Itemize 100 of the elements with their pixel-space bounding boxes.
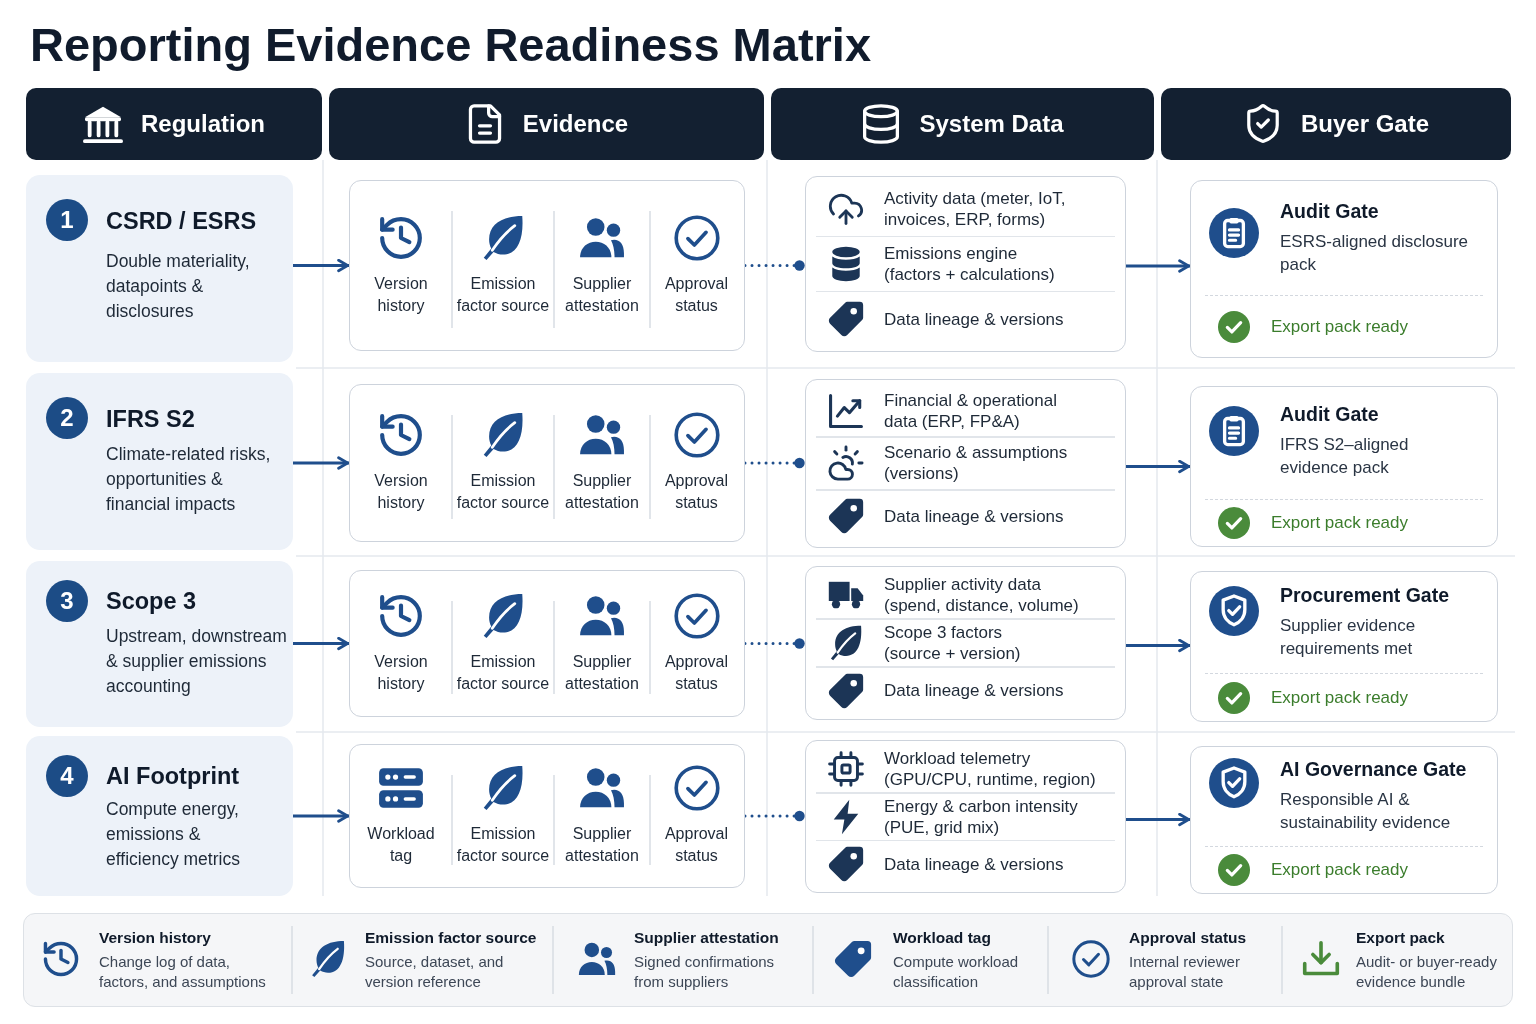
gate-title: Audit Gate — [1280, 402, 1380, 427]
evidence-label: Approval status — [663, 273, 730, 316]
legend-term: Supplier attestation — [634, 928, 780, 948]
arrow — [293, 809, 349, 823]
data-source-text: Supplier activity data (spend, distance, volume) — [884, 574, 1080, 617]
card-description: Double materiality, datapoints & disclosures — [106, 250, 251, 323]
data-source-text: Workload telemetry (GPU/CPU, runtime, region) — [884, 748, 1097, 790]
evidence-label: Supplier attestation — [564, 273, 640, 316]
column-title: Evidence — [522, 110, 629, 138]
gate-description: IFRS S2–aligned evidence pack — [1280, 434, 1410, 479]
card-title: IFRS S2 — [106, 405, 196, 434]
gate-title: AI Governance Gate — [1280, 757, 1468, 782]
arrow — [1126, 812, 1190, 827]
gate-card — [1190, 746, 1498, 894]
evidence-panel — [349, 384, 745, 542]
evidence-label: Approval status — [663, 651, 730, 694]
gate-card — [1190, 386, 1498, 547]
evidence-label: Supplier attestation — [564, 651, 640, 694]
gate-card — [1190, 571, 1498, 722]
evidence-label: Version history — [373, 471, 429, 513]
column-header — [329, 88, 764, 160]
legend-description: Audit- or buyer-ready evidence bundle — [1356, 952, 1498, 992]
legend-description: Internal reviewer approval state — [1129, 952, 1241, 992]
gate-card — [1190, 180, 1498, 358]
column-header — [771, 88, 1154, 160]
gate-description: ESRS-aligned disclosure pack — [1280, 231, 1470, 276]
arrow — [293, 456, 349, 470]
data-source-text: Scope 3 factors (source + version) — [884, 622, 1022, 664]
evidence-label: Emission factor source — [455, 651, 551, 694]
regulation-card — [26, 736, 293, 896]
arrow — [293, 636, 349, 651]
data-source-text: Data lineage & versions — [884, 680, 1065, 702]
evidence-label: Emission factor source — [455, 824, 551, 866]
evidence-label: Emission factor source — [455, 273, 551, 316]
status-text: Export pack ready — [1271, 860, 1408, 880]
card-description: Compute energy, emissions & efficiency metrics — [106, 798, 241, 871]
legend-description: Source, dataset, and version reference — [365, 952, 505, 992]
system-data-panel — [805, 176, 1126, 352]
dotted-connector — [743, 260, 807, 271]
card-title: AI Footprint — [106, 762, 241, 791]
column-title: Buyer Gate — [1300, 110, 1430, 138]
evidence-label: Workload tag — [366, 824, 436, 866]
arrow — [1126, 459, 1190, 474]
legend-panel — [23, 913, 1513, 1007]
page-title: Reporting Evidence Readiness Matrix — [30, 17, 872, 73]
evidence-label: Version history — [373, 651, 429, 694]
legend-description: Compute workload classification — [893, 952, 1020, 992]
card-title: Scope 3 — [106, 587, 198, 616]
step-number: 2 — [46, 397, 88, 439]
data-source-text: Energy & carbon intensity (PUE, grid mix) — [884, 795, 1079, 838]
legend-term: Version history — [99, 928, 212, 948]
column-title: System Data — [919, 110, 1064, 138]
evidence-label: Approval status — [663, 824, 730, 866]
step-number: 1 — [46, 199, 88, 241]
step-number: 3 — [46, 580, 88, 622]
system-data-panel — [805, 566, 1126, 720]
gate-description: Responsible AI & sustainability evidence — [1280, 789, 1452, 834]
legend-term: Approval status — [1129, 928, 1248, 948]
evidence-label: Emission factor source — [455, 471, 551, 513]
data-source-text: Data lineage & versions — [884, 853, 1065, 875]
system-data-panel — [805, 740, 1126, 893]
regulation-card — [26, 175, 293, 362]
column-header — [1161, 88, 1511, 160]
column-header — [26, 88, 322, 160]
data-source-text: Activity data (meter, IoT, invoices, ERP, forms) — [884, 187, 1067, 230]
regulation-card — [26, 373, 293, 550]
status-text: Export pack ready — [1271, 316, 1408, 337]
evidence-panel — [349, 570, 745, 717]
data-source-text: Financial & operational data (ERP, FP&A) — [884, 389, 1058, 432]
column-title: Regulation — [141, 110, 265, 138]
data-source-text: Data lineage & versions — [884, 308, 1065, 330]
arrow — [1126, 638, 1190, 653]
arrow — [293, 258, 349, 273]
legend-description: Change log of data, factors, and assumptions — [99, 952, 267, 992]
card-description: Upstream, downstream & supplier emissions accounting — [106, 625, 288, 698]
dotted-connector — [743, 638, 807, 649]
evidence-label: Supplier attestation — [564, 824, 640, 866]
evidence-label: Version history — [373, 273, 429, 316]
gate-description: Supplier evidence requirements met — [1280, 615, 1417, 660]
legend-term: Workload tag — [893, 928, 992, 948]
data-source-text: Data lineage & versions — [884, 505, 1065, 527]
evidence-label: Approval status — [663, 471, 730, 513]
gate-title: Audit Gate — [1280, 199, 1380, 224]
evidence-panel — [349, 180, 745, 351]
card-title: CSRD / ESRS — [106, 207, 258, 236]
card-description: Climate-related risks, opportunities & financial impacts — [106, 443, 272, 516]
data-source-text: Emissions engine (factors + calculations) — [884, 243, 1056, 285]
evidence-panel — [349, 744, 745, 888]
status-text: Export pack ready — [1271, 513, 1408, 533]
dotted-connector — [743, 457, 807, 469]
legend-term: Emission factor source — [365, 928, 537, 948]
arrow — [1126, 259, 1190, 273]
gate-title: Procurement Gate — [1280, 583, 1451, 608]
dotted-connector — [743, 810, 807, 822]
regulation-card — [26, 561, 293, 727]
legend-description: Signed confirmations from suppliers — [634, 952, 776, 992]
system-data-panel — [805, 379, 1126, 548]
evidence-label: Supplier attestation — [564, 471, 640, 513]
legend-term: Export pack — [1356, 928, 1446, 948]
data-source-text: Scenario & assumptions (versions) — [884, 442, 1069, 485]
